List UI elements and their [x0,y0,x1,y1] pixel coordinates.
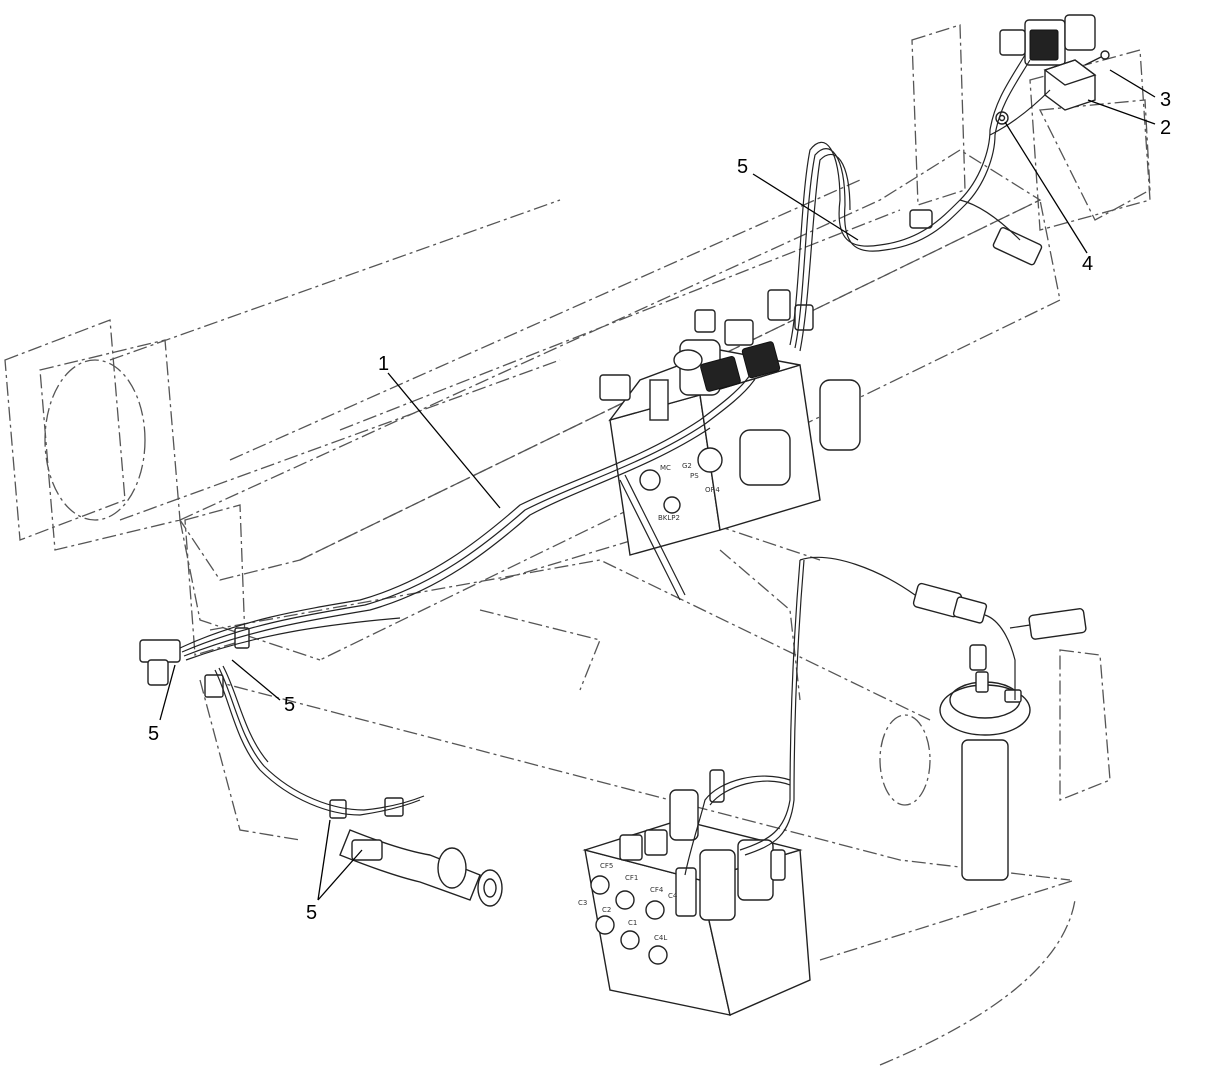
leader-5-bottom-a [317,819,331,901]
port-marking-cf5: CF5 [600,862,613,870]
leader-5-bottom-b [317,849,363,901]
port-marking-c3: C3 [578,899,587,907]
callout-5-top: 5 [737,156,748,178]
leader-5-left [159,664,176,721]
port-marking-c4l: C4L [654,934,667,942]
leader-2 [1087,99,1156,125]
inline-connectors-right [912,582,1087,640]
leader-lines [159,69,1156,901]
port-marking-or4: OR4 [705,486,720,494]
port-marking-c2: C2 [602,906,611,914]
port-marking-cf1: CF1 [625,874,638,882]
callout-labels: 1 2 3 4 5 5 5 5 [148,89,1171,924]
leader-5-mid [231,659,281,701]
lower-valve-block: CF5 CF1 CF4 C2 C3 C1 C4L C4 [578,769,811,1016]
harness-clips [139,627,404,861]
port-marking-g2: G2 [682,462,692,470]
upper-right-connectors [909,14,1110,266]
leader-3 [1109,69,1156,98]
port-marking-mc: MC [660,464,671,472]
callout-2: 2 [1160,117,1171,139]
port-marking-bklp2: BKLP2 [658,514,680,522]
callout-5-mid: 5 [284,694,295,716]
port-marking-ps: PS [690,472,699,480]
callout-5-left: 5 [148,723,159,745]
leader-1 [387,372,501,509]
leader-5-top [752,173,859,241]
wire-harness [179,54,1051,876]
port-marking-c4: C4 [668,892,678,900]
port-marking-cf4: CF4 [650,886,664,894]
callout-1: 1 [378,353,389,375]
fuel-pump-sender [939,644,1031,881]
callout-5-bottom: 5 [306,902,317,924]
leader-4 [1004,121,1088,254]
port-marking-c1: C1 [628,919,637,927]
machine-frame-phantom [4,24,1151,1066]
callout-3: 3 [1160,89,1171,111]
callout-4: 4 [1082,253,1093,275]
